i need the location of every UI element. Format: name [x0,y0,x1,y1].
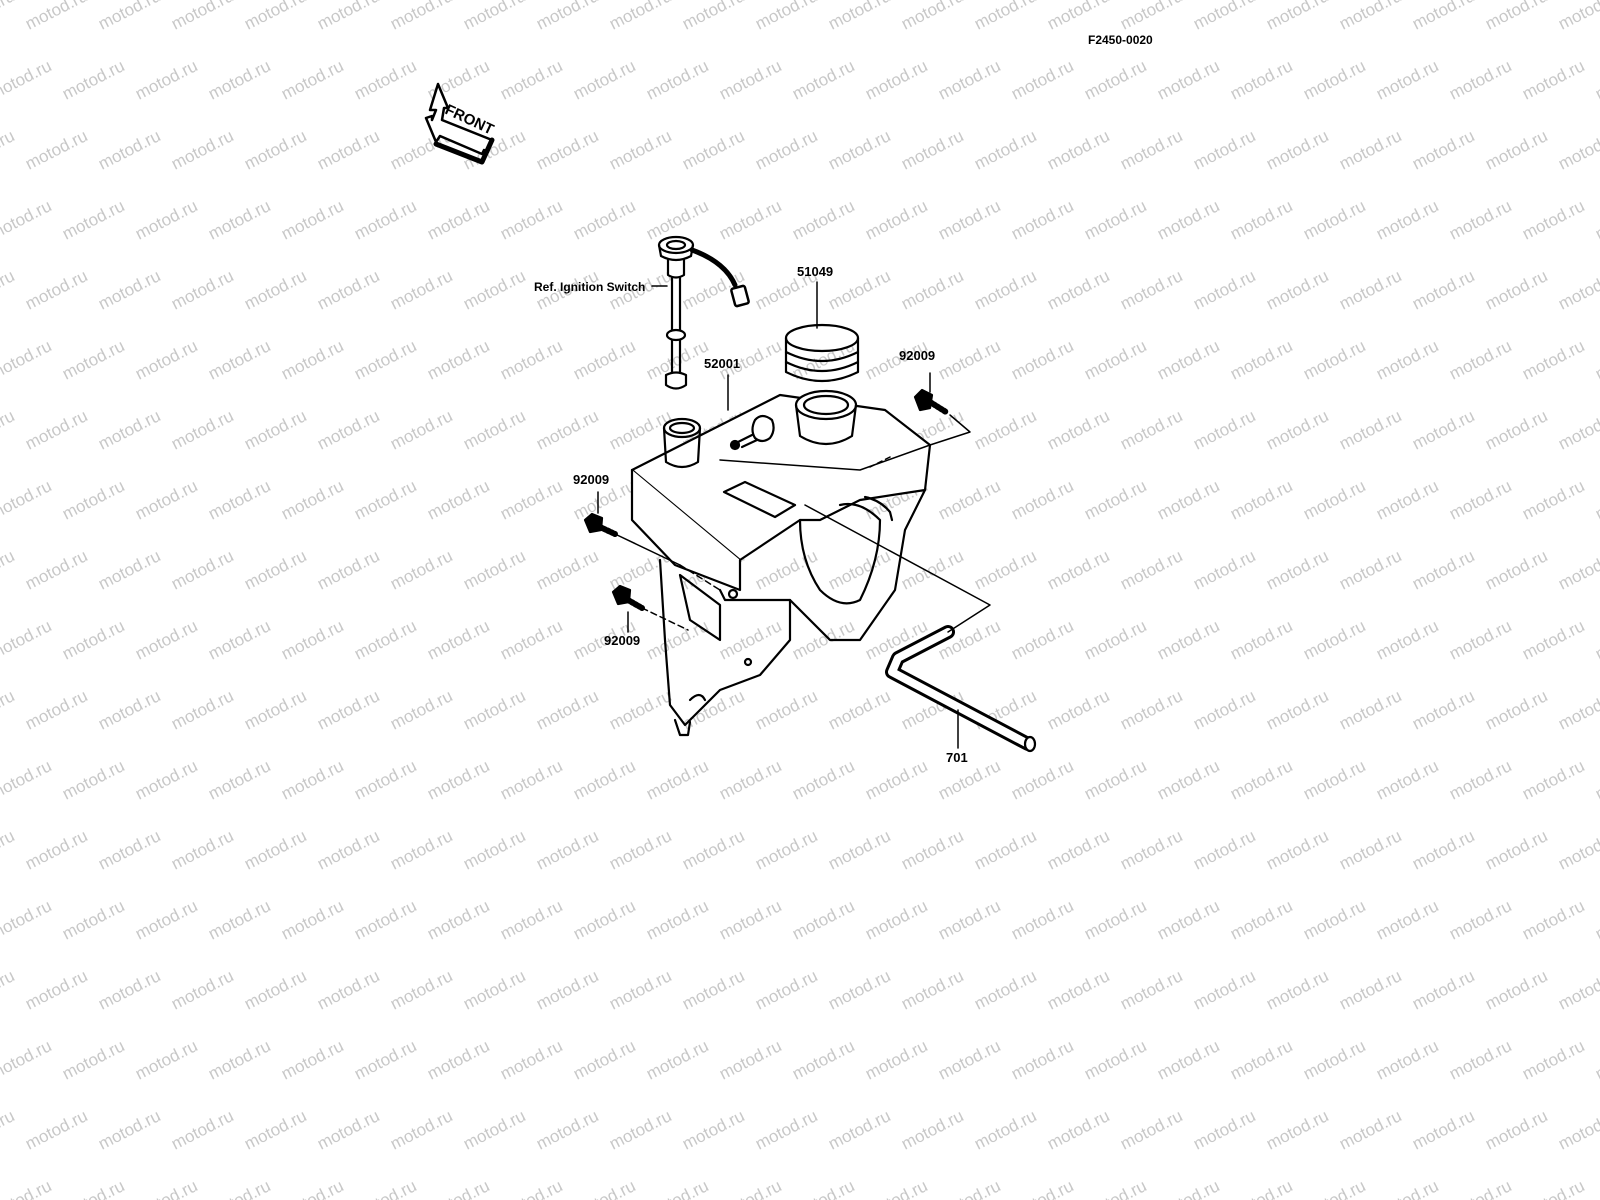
filler-cap [784,323,860,382]
diagram-code: F2450-0020 [1088,33,1153,47]
bolt-top-right [913,388,949,415]
front-arrow-icon [424,82,495,165]
part-label-52001: 52001 [704,356,740,371]
leader-lines [597,281,991,749]
part-label-92009-left-lower: 92009 [604,633,640,648]
oil-hose [885,625,1037,753]
part-label-ignition-ref: Ref. Ignition Switch [534,280,645,294]
oil-level-sensor [657,235,750,390]
part-label-701: 701 [946,750,968,765]
part-label-92009-left-upper: 92009 [573,472,609,487]
bolt-left-upper [583,512,618,537]
part-label-92009-top-right: 92009 [899,348,935,363]
bolt-left-lower [611,584,645,611]
oil-tank [630,389,932,737]
part-label-51049: 51049 [797,264,833,279]
